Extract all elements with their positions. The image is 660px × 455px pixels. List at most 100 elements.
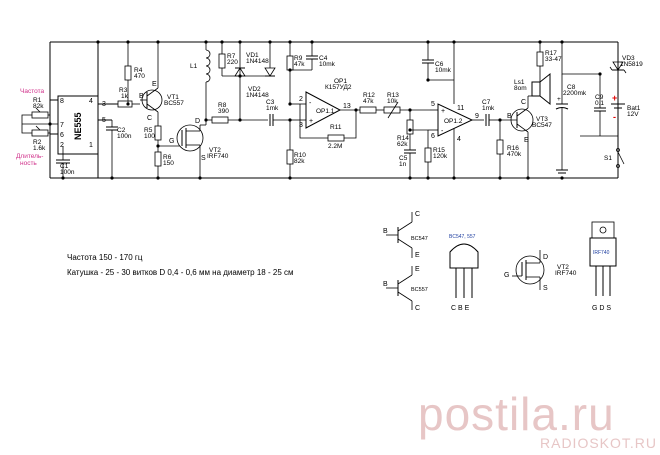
r6-resistor bbox=[154, 151, 162, 167]
pin-2: 2 bbox=[60, 142, 64, 149]
freq-label: Частота bbox=[20, 88, 44, 95]
to92-package-label: BC547, 557 bbox=[449, 234, 476, 240]
r9-value: 47k bbox=[294, 61, 305, 68]
vt1-value: BC557 bbox=[164, 100, 184, 107]
op1-minus: - bbox=[309, 100, 312, 107]
r8-resistor bbox=[211, 116, 229, 124]
l1-label: L1 bbox=[190, 63, 198, 70]
r7-label: R7 bbox=[227, 53, 236, 60]
battery-plus: + bbox=[612, 93, 617, 103]
op1-2-label: OP1.2 bbox=[444, 118, 463, 125]
vd3-diode bbox=[612, 61, 624, 71]
vt3-pin-b: B bbox=[507, 113, 512, 120]
op1-pin-2: 2 bbox=[299, 96, 303, 103]
r11-label: R11 bbox=[330, 124, 342, 131]
r1-value: 82k bbox=[33, 103, 44, 110]
c1-value: 100n bbox=[60, 169, 75, 176]
bc557-pin-b: B bbox=[383, 281, 388, 288]
c2-label: C2 bbox=[117, 127, 126, 134]
pin-8: 8 bbox=[60, 98, 64, 105]
r9-label: R9 bbox=[294, 55, 303, 62]
mosfet-legend-pin-g: G bbox=[504, 272, 509, 279]
vd2-label: VD2 bbox=[248, 86, 261, 93]
op2-pin-4: 4 bbox=[457, 136, 461, 143]
watermark-postila: postila.ru bbox=[418, 388, 615, 440]
r11-resistor bbox=[327, 134, 345, 142]
r3-label: R3 bbox=[119, 87, 128, 94]
vt2-pin-d: D bbox=[195, 118, 200, 125]
r8-label: R8 bbox=[218, 102, 227, 109]
c3-value: 1mk bbox=[266, 105, 279, 112]
r14-label: R14 bbox=[397, 135, 409, 142]
bat1-value: 12V bbox=[627, 111, 639, 118]
r14-value: 62k bbox=[397, 141, 408, 148]
bc547-pin-b: B bbox=[383, 228, 388, 235]
r3-resistor bbox=[117, 100, 133, 108]
r5-resistor bbox=[154, 125, 162, 141]
op1-2-opamp bbox=[437, 103, 474, 137]
vt2-mosfet bbox=[176, 124, 204, 152]
r16-label: R16 bbox=[507, 145, 519, 152]
s1-label: S1 bbox=[604, 155, 612, 162]
c2-value: 100n bbox=[117, 133, 132, 140]
junction-dots bbox=[48, 40, 602, 180]
battery-minus: - bbox=[613, 112, 616, 122]
r10-label: R10 bbox=[294, 152, 306, 159]
vd3-label: VD3 bbox=[622, 55, 635, 62]
vd1-label: VD1 bbox=[246, 52, 259, 59]
mosfet-legend-pin-d: D bbox=[543, 254, 548, 261]
pin-1: 1 bbox=[89, 142, 93, 149]
op1-value: К157УД2 bbox=[325, 84, 352, 91]
c8-label: C8 bbox=[567, 84, 576, 91]
vd3-value: 1N5819 bbox=[620, 61, 643, 68]
c4-value: 10mk bbox=[319, 61, 336, 68]
op2-pin-9: 9 bbox=[475, 113, 479, 120]
to220-pin-labels: G D S bbox=[592, 305, 611, 312]
bc547-legend-label: BC547 bbox=[411, 236, 428, 242]
op2-plus: + bbox=[441, 108, 445, 115]
vt2-pin-g: G bbox=[169, 138, 174, 145]
r2-resistor bbox=[31, 129, 49, 137]
op1-pin-13: 13 bbox=[343, 103, 351, 110]
vt1-label: VT1 bbox=[167, 94, 179, 101]
c8-plus: + bbox=[557, 96, 561, 103]
r15-resistor bbox=[424, 147, 432, 163]
r10-value: 82k bbox=[294, 158, 305, 165]
bc547-pin-c: C bbox=[415, 211, 420, 218]
r17-value: 33-47 bbox=[545, 56, 562, 63]
c4-label: C4 bbox=[319, 55, 328, 62]
vd1-value: 1N4148 bbox=[246, 58, 269, 65]
r15-value: 120k bbox=[433, 153, 448, 160]
r17-label: R17 bbox=[545, 50, 557, 57]
c6-label: C6 bbox=[435, 61, 444, 68]
r1-label: R1 bbox=[33, 97, 42, 104]
op2-pin-11: 11 bbox=[457, 105, 464, 112]
bc557-pin-e: E bbox=[415, 266, 420, 273]
bc547-pin-e: E bbox=[415, 252, 420, 259]
mosfet-legend-label: VT2 bbox=[557, 264, 569, 271]
r16-value: 470k bbox=[507, 151, 522, 158]
mosfet-legend-value: IRF740 bbox=[555, 270, 577, 277]
duration-label-1: Длитель- bbox=[16, 153, 43, 160]
r14-resistor bbox=[406, 119, 414, 135]
r4-label: R4 bbox=[134, 67, 143, 74]
op2-pin-5: 5 bbox=[431, 101, 435, 108]
to220-tab bbox=[591, 221, 615, 239]
vt3-pin-c: C bbox=[521, 99, 526, 106]
r7-value: 220 bbox=[227, 59, 238, 66]
ls1-speaker-cone bbox=[539, 72, 551, 106]
to92-package-body bbox=[449, 243, 479, 269]
frequency-note: Частота 150 - 170 гц bbox=[67, 253, 143, 262]
vt2-value: IRF740 bbox=[207, 153, 229, 160]
ls1-label: Ls1 bbox=[514, 79, 525, 86]
op1-plus: + bbox=[309, 118, 313, 125]
c6-value: 10mk bbox=[435, 67, 452, 74]
duration-label-2: ность bbox=[20, 160, 37, 167]
r7-resistor bbox=[218, 53, 226, 69]
pin-7: 7 bbox=[60, 122, 64, 129]
r17-resistor bbox=[536, 51, 544, 67]
bc557-legend-label: BC557 bbox=[411, 287, 428, 293]
ls1-speaker-coil bbox=[531, 81, 541, 97]
r11-value: 2.2M bbox=[328, 143, 342, 150]
